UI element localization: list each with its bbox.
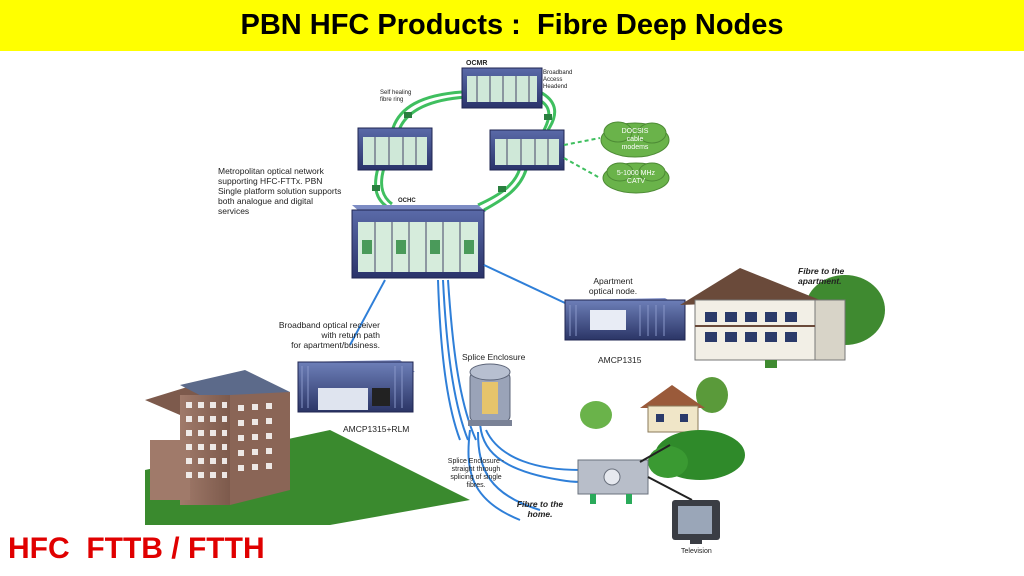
house bbox=[580, 377, 745, 480]
splice-enclosure bbox=[468, 363, 512, 426]
catv-cloud bbox=[602, 162, 670, 194]
title-bar: PBN HFC Products : Fibre Deep Nodes bbox=[0, 0, 1024, 51]
cloud-connectors bbox=[563, 137, 601, 179]
metro-rack-right bbox=[489, 129, 565, 171]
docsis-label: DOCSIS cable modems bbox=[621, 128, 649, 151]
receiver-description: Broadband optical receiver with return p… bbox=[278, 320, 380, 350]
metro-rack-left bbox=[357, 127, 433, 171]
splice-enclosure-label: Splice Enclosure bbox=[462, 352, 526, 362]
fibre-apartment-label: Fibre to the apartment. bbox=[798, 266, 845, 286]
amcp-apartment-label: AMCP1315 bbox=[598, 355, 642, 365]
ocmr-rack bbox=[461, 67, 543, 109]
ochc-label: OCHC bbox=[398, 198, 416, 204]
catv-label: 5-1000 MHz CATV bbox=[616, 170, 656, 185]
television-icon bbox=[672, 500, 720, 544]
docsis-cloud bbox=[600, 121, 670, 158]
fibre-home-label: Fibre to the home. bbox=[516, 499, 564, 519]
footer-title: HFC FTTB / FTTH bbox=[8, 532, 265, 565]
page-title: PBN HFC Products : Fibre Deep Nodes bbox=[240, 9, 784, 41]
home-tap-device bbox=[577, 444, 693, 504]
apartment-node-device bbox=[564, 298, 686, 341]
ocmr-label: OCMR bbox=[466, 60, 488, 67]
office-building bbox=[145, 370, 470, 525]
apartment-node-label: Apartment optical node. bbox=[588, 276, 638, 296]
amcp-rlm-label: AMCP1315+RLM bbox=[343, 424, 410, 434]
receiver-device bbox=[297, 360, 415, 413]
television-label: Television bbox=[681, 548, 712, 555]
apartment-building bbox=[680, 268, 885, 368]
ring-connectors bbox=[372, 112, 552, 192]
metro-description: Metropolitan optical network supporting … bbox=[218, 166, 342, 216]
self-healing-label: Self healing fibre ring bbox=[380, 90, 412, 103]
ochc-rack bbox=[351, 205, 486, 279]
broadband-headend-label: Broadband Access Headend bbox=[543, 70, 573, 90]
splice-note: Splice Enclosure - straight through spli… bbox=[447, 458, 505, 489]
